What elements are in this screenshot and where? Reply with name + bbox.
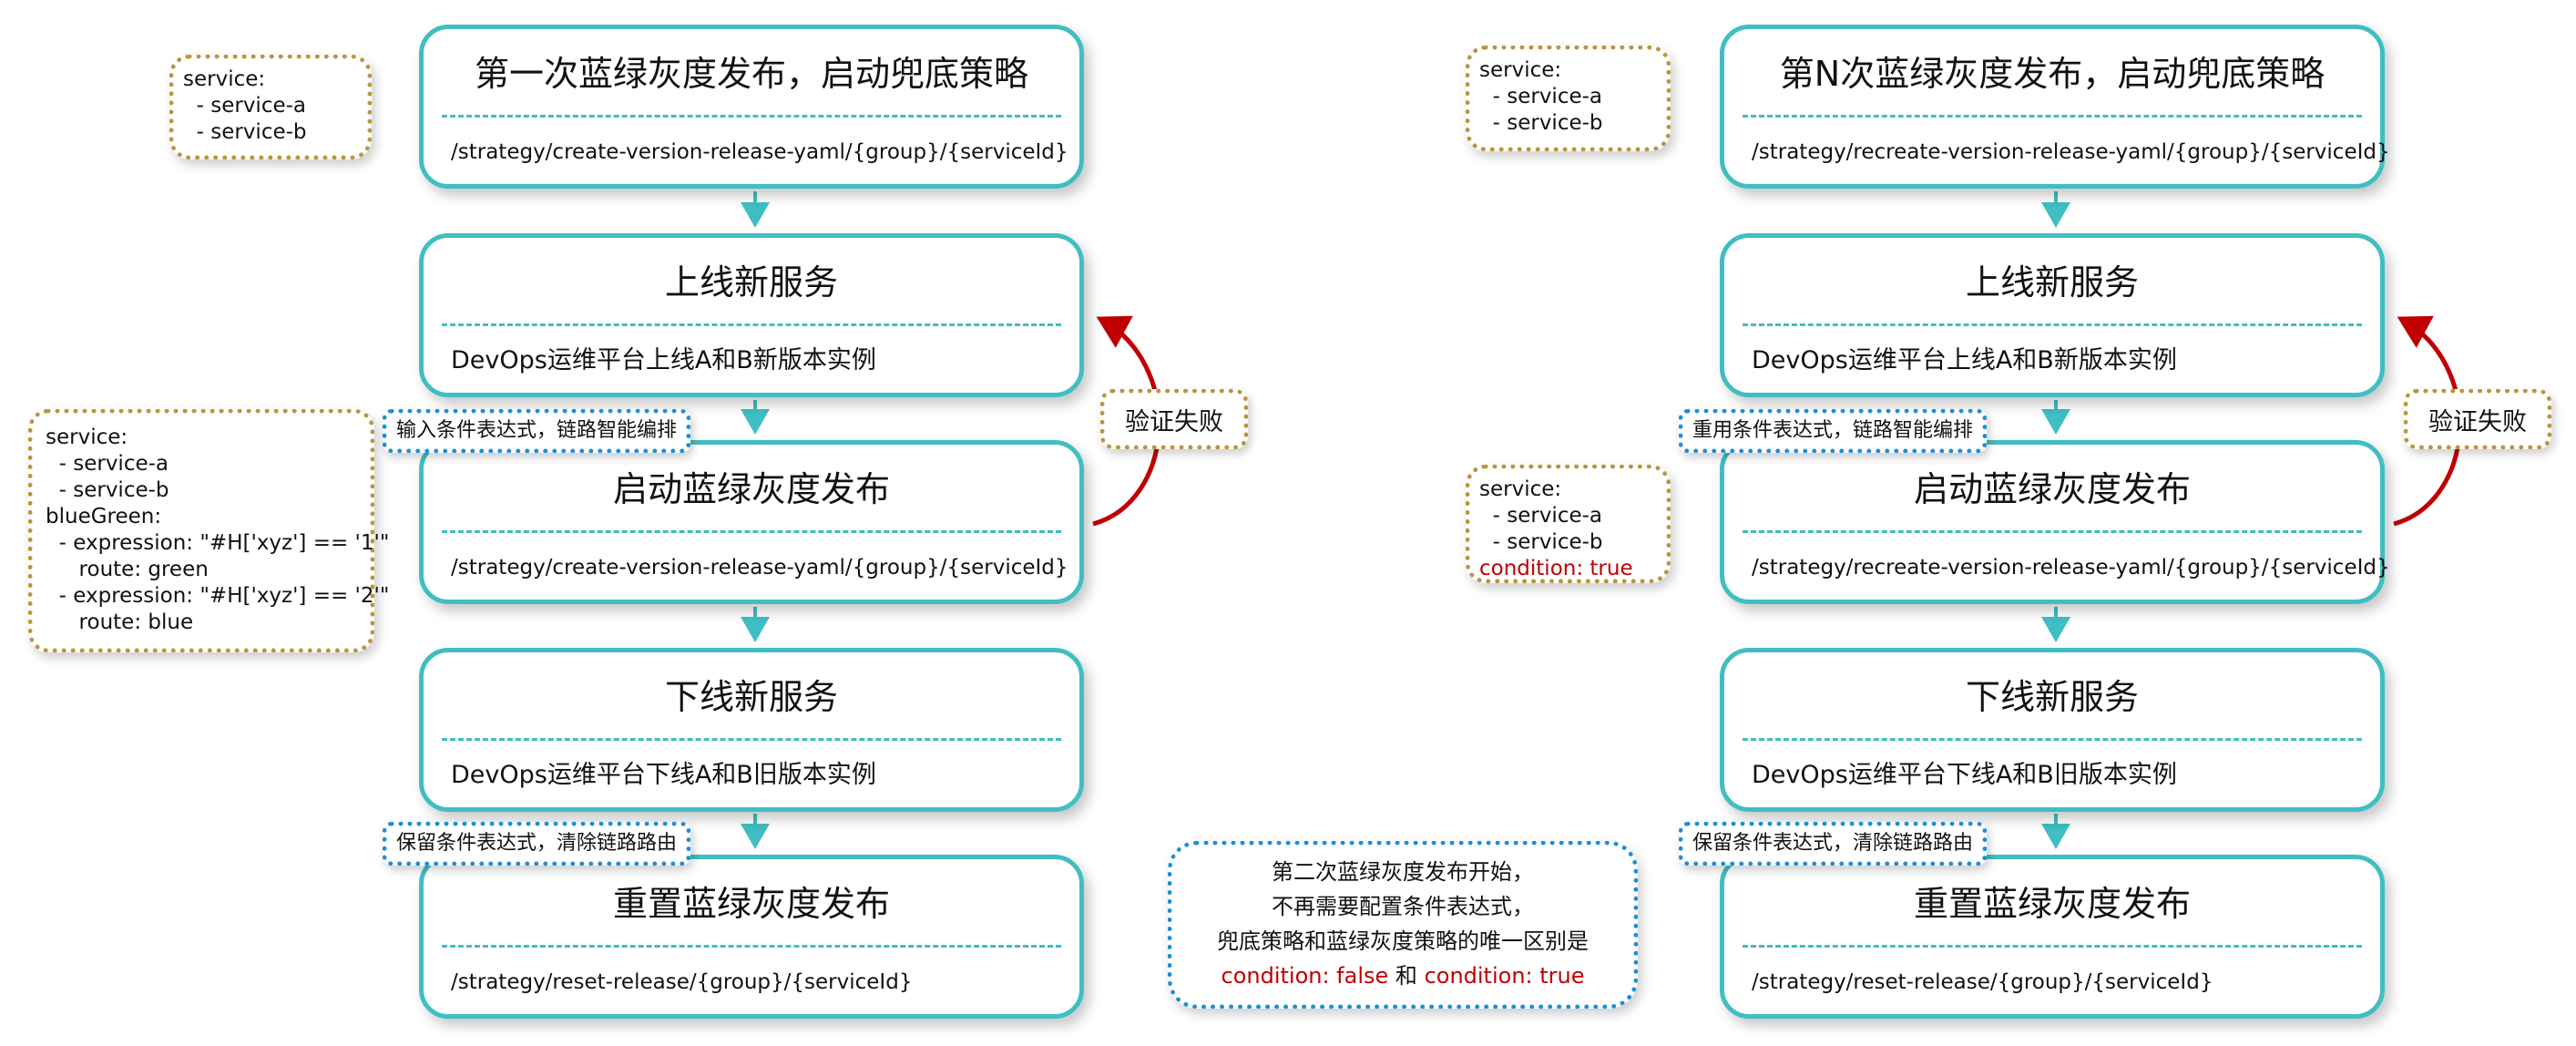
- step-title: 上线新服务: [664, 262, 838, 303]
- left-keep-expression-tag: 保留条件表达式，清除链路路由: [383, 822, 691, 866]
- divider: [442, 323, 1061, 326]
- right-service-note: service: - service-a - service-b: [1466, 46, 1671, 151]
- left-step-1: 第一次蓝绿灰度发布，启动兜底策略 /strategy/create-versio…: [419, 25, 1084, 189]
- right-step-3: 启动蓝绿灰度发布 /strategy/recreate-version-rele…: [1720, 440, 2390, 604]
- and-text: 和: [1395, 963, 1417, 989]
- step-subtitle: /strategy/recreate-version-release-yaml/…: [1752, 140, 2390, 164]
- condition-true-text: condition: true: [1479, 557, 1633, 580]
- step-subtitle: /strategy/create-version-release-yaml/{g…: [451, 140, 1068, 164]
- step-subtitle: DevOps运维平台下线A和B旧版本实例: [451, 761, 876, 789]
- divider: [1743, 530, 2362, 533]
- right-step-5: 重置蓝绿灰度发布 /strategy/reset-release/{group}…: [1720, 855, 2385, 1019]
- step-subtitle: /strategy/create-version-release-yaml/{g…: [451, 556, 1068, 579]
- left-config-note: service: - service-a - service-b blueGre…: [28, 409, 389, 652]
- step-subtitle: DevOps运维平台上线A和B新版本实例: [451, 346, 876, 374]
- step-title: 上线新服务: [1965, 262, 2139, 303]
- step-title: 下线新服务: [1965, 677, 2139, 717]
- left-step-4: 下线新服务 DevOps运维平台下线A和B旧版本实例: [419, 648, 1084, 812]
- left-step-5: 重置蓝绿灰度发布 /strategy/reset-release/{group}…: [419, 855, 1084, 1019]
- step-title: 启动蓝绿灰度发布: [1913, 469, 2191, 509]
- step-title: 启动蓝绿灰度发布: [612, 469, 890, 509]
- step-subtitle: /strategy/reset-release/{group}/{service…: [451, 970, 913, 994]
- right-step-4: 下线新服务 DevOps运维平台下线A和B旧版本实例: [1720, 648, 2385, 812]
- left-service-note: service: - service-a - service-b: [169, 55, 372, 159]
- note-line-4: condition: false 和 condition: true: [1172, 959, 1633, 993]
- divider: [442, 738, 1061, 741]
- condition-true-text: condition: true: [1424, 963, 1585, 989]
- left-input-expression-tag: 输入条件表达式，链路智能编排: [383, 409, 691, 453]
- left-step-3: 启动蓝绿灰度发布 /strategy/create-version-releas…: [419, 440, 1084, 604]
- difference-explanation-note: 第二次蓝绿灰度发布开始， 不再需要配置条件表达式， 兜底策略和蓝绿灰度策略的唯一…: [1168, 841, 1638, 1009]
- divider: [442, 115, 1061, 118]
- right-reuse-expression-tag: 重用条件表达式，链路智能编排: [1679, 409, 1988, 453]
- divider: [1743, 945, 2362, 948]
- step-title: 下线新服务: [664, 677, 838, 717]
- right-step-2: 上线新服务 DevOps运维平台上线A和B新版本实例: [1720, 233, 2385, 397]
- note-line-1: 第二次蓝绿灰度发布开始，: [1272, 859, 1534, 885]
- step-subtitle: DevOps运维平台上线A和B新版本实例: [1752, 346, 2177, 374]
- left-verify-failed-label: 验证失败: [1100, 389, 1248, 449]
- note-line-3: 兜底策略和蓝绿灰度策略的唯一区别是: [1217, 928, 1589, 954]
- step-subtitle: /strategy/reset-release/{group}/{service…: [1752, 970, 2213, 994]
- divider: [442, 530, 1061, 533]
- divider: [1743, 323, 2362, 326]
- step-title: 重置蓝绿灰度发布: [1913, 884, 2191, 924]
- right-step-1: 第N次蓝绿灰度发布，启动兜底策略 /strategy/recreate-vers…: [1720, 25, 2390, 189]
- right-keep-expression-tag: 保留条件表达式，清除链路路由: [1679, 822, 1988, 866]
- right-condition-note: service: - service-a - service-b conditi…: [1466, 465, 1671, 583]
- step-title: 重置蓝绿灰度发布: [612, 884, 890, 924]
- step-title: 第一次蓝绿灰度发布，启动兜底策略: [474, 54, 1028, 94]
- divider: [442, 945, 1061, 948]
- right-verify-failed-label: 验证失败: [2404, 389, 2551, 449]
- divider: [1743, 738, 2362, 741]
- step-subtitle: DevOps运维平台下线A和B旧版本实例: [1752, 761, 2177, 789]
- left-step-2: 上线新服务 DevOps运维平台上线A和B新版本实例: [419, 233, 1084, 397]
- step-title: 第N次蓝绿灰度发布，启动兜底策略: [1779, 54, 2326, 94]
- step-subtitle: /strategy/recreate-version-release-yaml/…: [1752, 556, 2390, 579]
- note-line-2: 不再需要配置条件表达式，: [1272, 894, 1534, 919]
- divider: [1743, 115, 2362, 118]
- service-list: service: - service-a - service-b: [1479, 477, 1603, 554]
- condition-false-text: condition: false: [1221, 963, 1389, 989]
